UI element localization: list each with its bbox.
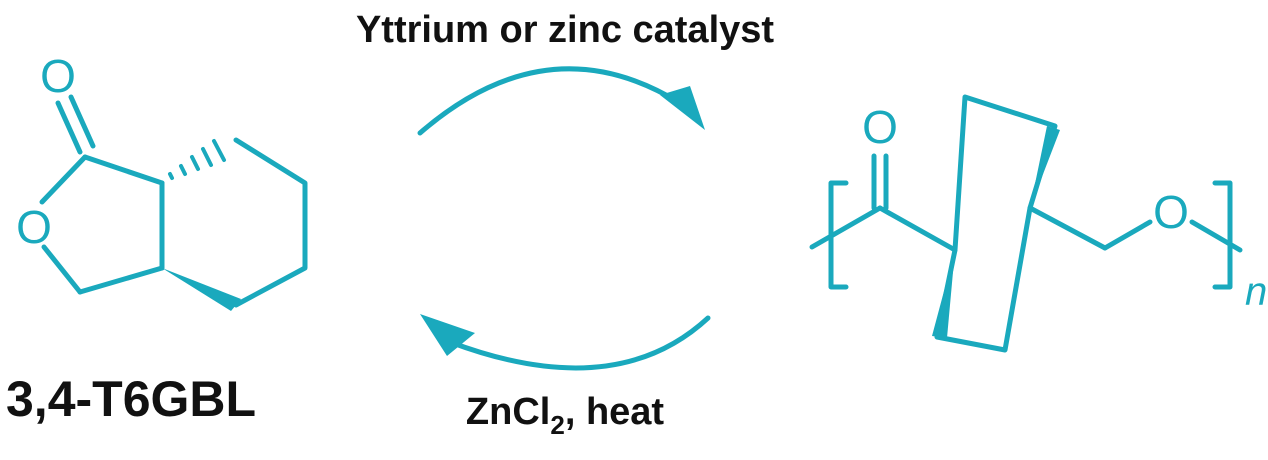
monomer-carbonyl-oxygen: O	[40, 50, 76, 102]
reverse-label-subscript: 2	[550, 410, 564, 440]
monomer-bond-c1-c3a	[82, 154, 165, 186]
monomer-structure: O O	[16, 50, 308, 311]
polymer-wedge-bond-upper	[1030, 126, 1060, 208]
polymer-structure: O O n	[809, 94, 1267, 353]
polymer-wedge-bond-lower	[932, 250, 955, 338]
polymer-bond-ch-ch2	[1027, 205, 1108, 251]
reverse-label-main: ZnCl	[466, 391, 550, 433]
forward-arrow-arc	[417, 66, 683, 136]
monomer-bond-o-ch2	[41, 244, 83, 295]
monomer-bond-c1-o	[39, 154, 88, 205]
forward-arrow-head	[660, 86, 705, 130]
reverse-arrow	[420, 314, 711, 371]
monomer-carbonyl-bond-b	[68, 94, 96, 149]
monomer-cyclohexane-ring	[233, 137, 308, 308]
polymer-left-tail-bond	[809, 205, 883, 250]
polymer-repeat-index: n	[1245, 270, 1267, 314]
monomer-wedge-bond	[162, 268, 241, 311]
monomer-carbonyl-bond-a	[55, 100, 83, 155]
reverse-arrow-arc	[447, 315, 711, 371]
polymer-right-bracket	[1212, 180, 1233, 290]
polymer-bond-co-ch	[877, 205, 958, 253]
monomer-hash-bond	[168, 139, 226, 180]
reverse-reaction-label: ZnCl2, heat	[466, 391, 665, 440]
polymer-cyclohexane-ring	[934, 94, 1058, 353]
polymer-carbonyl-oxygen: O	[862, 101, 898, 153]
monomer-name: 3,4-T6GBL	[6, 371, 256, 427]
reverse-label-tail: , heat	[565, 391, 665, 433]
monomer-ring-oxygen: O	[16, 201, 52, 253]
monomer-bond-ch2-c7a	[77, 265, 165, 295]
polymer-right-tail-bond	[1189, 219, 1243, 253]
forward-reaction-label: Yttrium or zinc catalyst	[356, 9, 774, 51]
forward-arrow	[417, 66, 705, 136]
reverse-arrow-head	[420, 314, 475, 356]
polymer-backbone-oxygen: O	[1153, 186, 1189, 238]
polymer-bond-ch2-o	[1102, 219, 1153, 251]
